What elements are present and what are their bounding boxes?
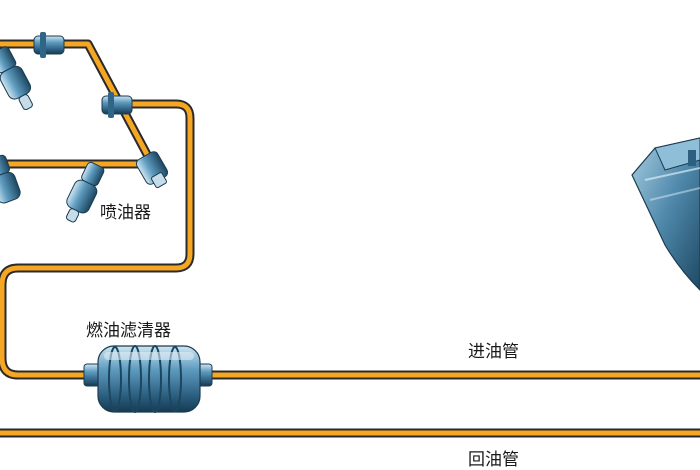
rail-fitting-top	[33, 32, 65, 58]
fuel-rail	[0, 39, 155, 169]
injector-bottom-left	[0, 154, 21, 204]
injector-top-left	[0, 46, 33, 111]
fuel-tank	[631, 137, 700, 291]
return-line-label: 回油管	[468, 450, 519, 470]
rail-fitting-middle	[101, 92, 133, 118]
supply-line-label: 进油管	[468, 342, 519, 362]
fuel-filter	[83, 345, 213, 413]
fuel-filter-label: 燃油滤清器	[86, 321, 171, 341]
injector-center	[65, 161, 105, 223]
rail-end-fitting	[135, 151, 169, 189]
supply-loop-line	[0, 99, 195, 380]
injector-label: 喷油器	[100, 203, 151, 223]
